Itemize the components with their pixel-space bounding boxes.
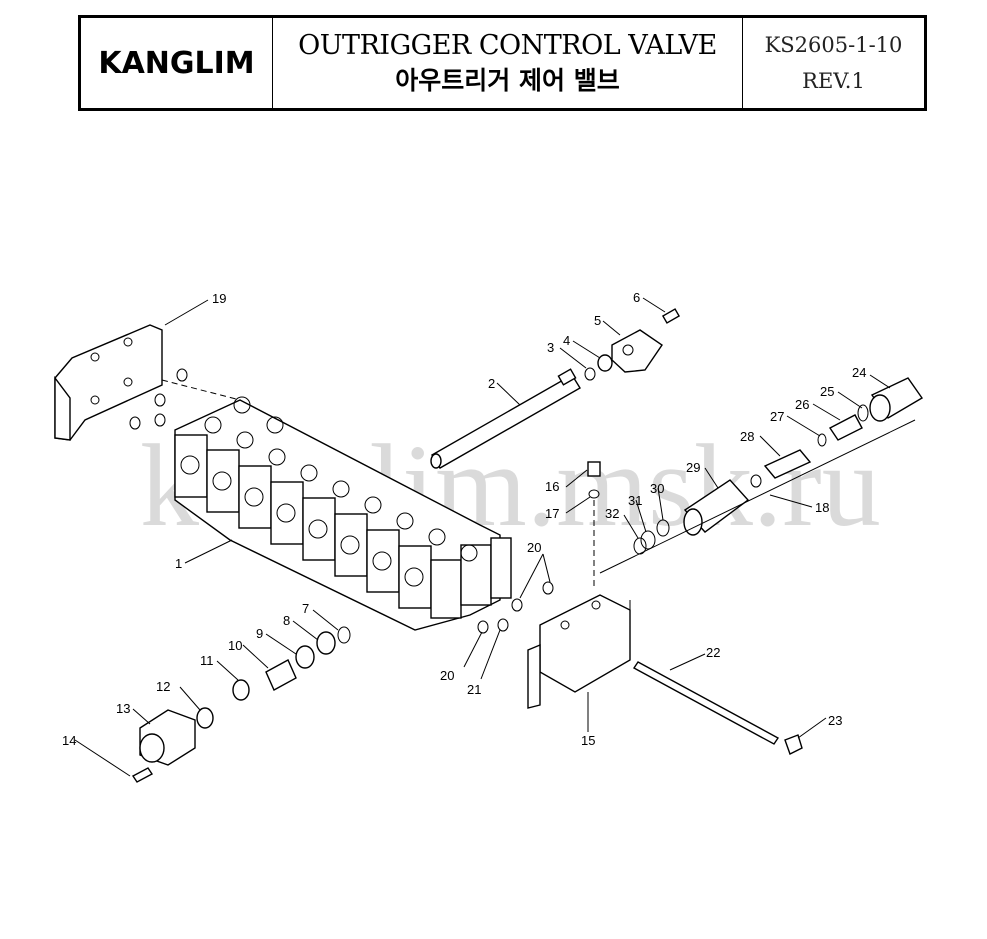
title-block: KANGLIM OUTRIGGER CONTROL VALVE 아우트리거 제어… [78,15,927,111]
callout-6: 6 [633,290,640,305]
plug-16 [587,461,601,477]
plug-and-seal [587,461,601,590]
valve-section-stack [174,396,512,631]
drawing-title-english: OUTRIGGER CONTROL VALVE [298,30,717,61]
nut-23 [784,734,803,755]
callout-20-lower: 20 [440,668,454,683]
callout-15: 15 [581,733,595,748]
stopper-12 [196,707,214,729]
o-ring-25 [857,404,869,422]
document-code-cell: KS2605-1-10 REV.1 [743,18,924,108]
inlet-section [527,594,631,709]
callout-13: 13 [116,701,130,716]
document-code: KS2605-1-10 [764,33,903,57]
section-ports [180,396,478,587]
spring-26 [828,414,863,441]
callout-31: 31 [628,493,642,508]
o-rings-left [129,368,241,430]
leader-lines [74,297,891,777]
callout-32: 32 [605,506,619,521]
callout-24: 24 [852,365,866,380]
callout-3: 3 [547,340,554,355]
callout-4: 4 [563,333,570,348]
bushing-4 [597,354,613,372]
o-rings-20-21 [477,581,554,634]
washer-27 [817,433,827,447]
callout-5: 5 [594,313,601,328]
callout-29: 29 [686,460,700,475]
callout-12: 12 [156,679,170,694]
seal-ring-3 [584,367,596,381]
callout-18: 18 [815,500,829,515]
spring-10 [265,659,297,691]
bolt-14 [131,767,154,783]
spring-seat-11 [232,679,250,701]
seal-7 [337,626,351,644]
callout-10: 10 [228,638,242,653]
spring-cap-assembly [131,626,351,783]
callout-7: 7 [302,601,309,616]
callout-21: 21 [467,682,481,697]
callout-22: 22 [706,645,720,660]
callout-11: 11 [200,653,214,668]
callout-30: 30 [650,481,664,496]
callout-26: 26 [795,397,809,412]
logo-cell: KANGLIM [81,18,273,108]
relief-valve-assembly [599,377,924,574]
callout-27: 27 [770,409,784,424]
revision-label: REV.1 [802,69,865,93]
spring-seat-9 [295,645,315,669]
callout-28: 28 [740,429,754,444]
callout-2: 2 [488,376,495,391]
end-cover-plate [54,324,163,441]
callout-labels: 19 1 2 3 4 5 6 7 8 9 10 11 12 13 14 15 1… [62,290,866,748]
washer-8 [316,631,336,655]
callout-23: 23 [828,713,842,728]
tie-bolt [632,661,803,755]
screw-6 [661,308,681,324]
spool [430,368,581,469]
backup-ring-31 [640,530,656,550]
spool-cap-parts [584,308,681,381]
bracket-5 [611,329,663,373]
title-cell: OUTRIGGER CONTROL VALVE 아우트리거 제어 밸브 [273,18,743,108]
o-ring-17 [588,489,600,499]
drawing-title-korean: 아우트리거 제어 밸브 [395,66,620,95]
callout-17: 17 [545,506,559,521]
company-logo: KANGLIM [98,45,255,81]
callout-20-upper: 20 [527,540,541,555]
callout-9: 9 [256,626,263,641]
callout-1: 1 [175,556,182,571]
callout-19: 19 [212,291,226,306]
section-blocks [174,434,512,619]
poppet-28 [763,449,812,479]
callout-8: 8 [283,613,290,628]
callout-14: 14 [62,733,76,748]
callout-25: 25 [820,384,834,399]
callout-16: 16 [545,479,559,494]
